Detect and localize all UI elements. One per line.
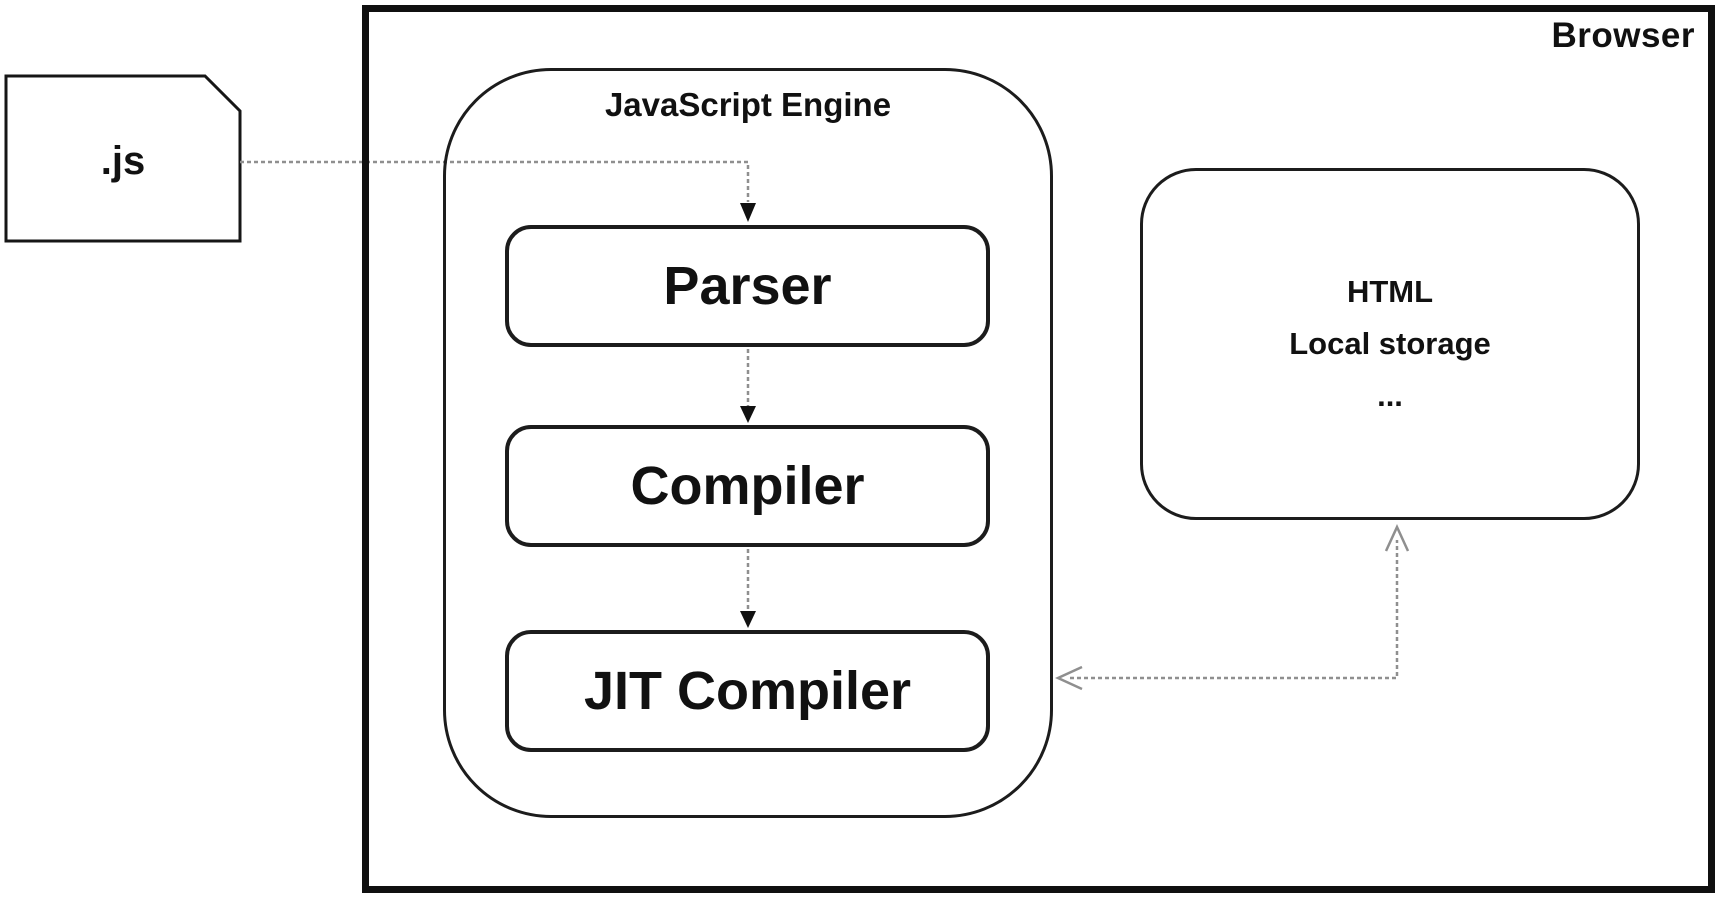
storage-line-ellipsis: ...: [1377, 378, 1403, 413]
browser-container: [362, 5, 1715, 893]
browser-label: Browser: [1551, 16, 1695, 55]
arrowhead-storage-up-chevron: [1384, 523, 1410, 552]
node-parser: Parser: [505, 225, 990, 347]
arrow-js-to-parser: [240, 160, 750, 202]
node-parser-label: Parser: [663, 256, 832, 316]
js-file-label: .js: [100, 138, 146, 183]
arrowhead-compiler-to-jit: [740, 611, 756, 628]
node-compiler-label: Compiler: [630, 456, 865, 516]
js-file-icon: [4, 74, 242, 243]
node-compiler: Compiler: [505, 425, 990, 547]
storage-line-html: HTML: [1346, 274, 1434, 309]
node-storage: HTML Local storage ...: [1140, 168, 1640, 520]
arrowhead-js-to-parser: [740, 203, 756, 222]
node-jit-compiler: JIT Compiler: [505, 630, 990, 752]
storage-line-local-storage: Local storage: [1289, 326, 1491, 361]
arrowhead-engine-left-chevron: [1054, 665, 1083, 691]
arrow-engine-storage: [1070, 540, 1399, 680]
javascript-engine-container: [443, 68, 1053, 818]
javascript-engine-label: JavaScript Engine: [604, 86, 892, 123]
arrowhead-parser-to-compiler: [740, 406, 756, 423]
node-jit-compiler-label: JIT Compiler: [583, 661, 912, 721]
